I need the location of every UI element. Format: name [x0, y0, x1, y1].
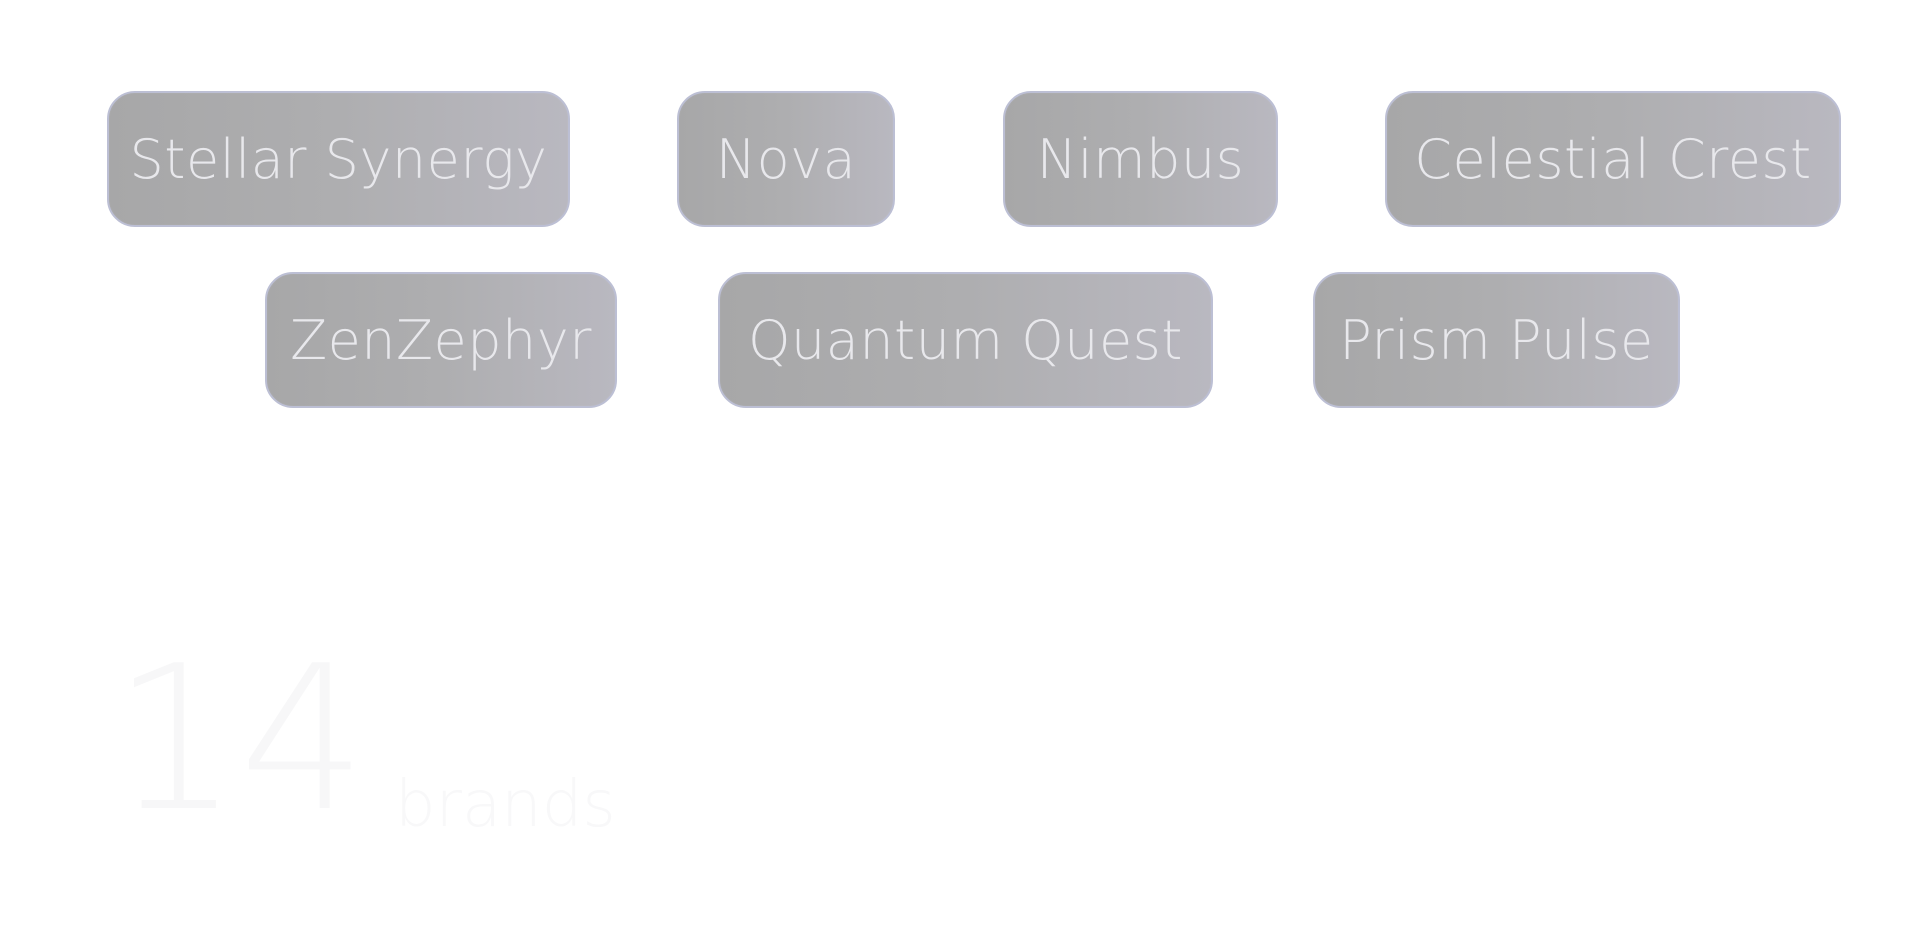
brand-count-stat: 14 brands: [112, 640, 712, 860]
tag-label: Nova: [715, 127, 857, 191]
brand-count-label: brands: [395, 768, 616, 842]
tag-quantum-quest[interactable]: Quantum Quest: [718, 272, 1213, 408]
tag-label: Nimbus: [1036, 127, 1245, 191]
tag-nova[interactable]: Nova: [677, 91, 895, 227]
tag-label: Quantum Quest: [748, 308, 1183, 372]
tag-label: Stellar Synergy: [129, 127, 548, 191]
tag-label: Celestial Crest: [1414, 127, 1812, 191]
tag-label: Prism Pulse: [1339, 308, 1654, 372]
tag-zenzephyr[interactable]: ZenZephyr: [265, 272, 617, 408]
tag-label: ZenZephyr: [290, 308, 592, 372]
brand-count-number: 14: [112, 623, 367, 856]
tag-celestial-crest[interactable]: Celestial Crest: [1385, 91, 1841, 227]
tag-prism-pulse[interactable]: Prism Pulse: [1313, 272, 1680, 408]
tag-stellar-synergy[interactable]: Stellar Synergy: [107, 91, 570, 227]
tag-nimbus[interactable]: Nimbus: [1003, 91, 1278, 227]
